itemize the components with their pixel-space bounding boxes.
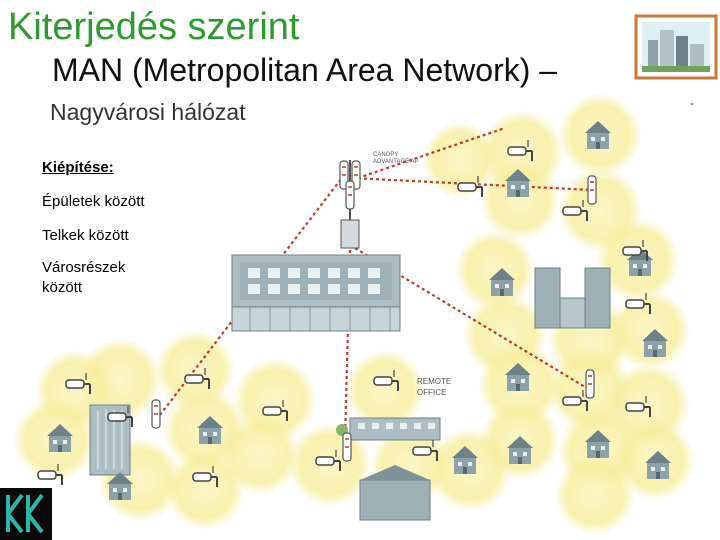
remote-office-label-line1: REMOTE — [417, 377, 451, 386]
slide-subtitle-line1: MAN (Metropolitan Area Network) – — [52, 52, 558, 88]
remote-office-building — [336, 417, 441, 441]
u-shaped-building — [534, 267, 611, 329]
sidebar-item-buildings: Épületek között — [42, 193, 145, 210]
city-skyline-icon — [634, 14, 718, 80]
canopy-access-point-tower — [339, 160, 361, 249]
sidebar-heading: Kiépítése: — [42, 159, 114, 176]
slide-subtitle-line2: Nagyvárosi hálózat — [50, 99, 246, 125]
remote-office-label-line2: OFFICE — [417, 388, 446, 397]
sidebar-item-districts: Városrészek között — [42, 258, 125, 298]
sidebar-item-plots: Telkek között — [42, 227, 129, 244]
large-building-bottom — [359, 465, 431, 521]
sidebar-item-districts-line1: Városrészek — [42, 259, 126, 276]
slide-title: Kiterjedés szerint — [8, 6, 300, 48]
main-building — [231, 254, 401, 332]
trailing-dash: - — [690, 96, 694, 110]
canopy-label-line1: CANOPY — [373, 152, 398, 158]
canopy-label-line2: ADVANTAGE AP — [373, 159, 418, 165]
kk-logo — [0, 488, 52, 540]
sidebar-item-districts-line2: között — [42, 279, 83, 296]
